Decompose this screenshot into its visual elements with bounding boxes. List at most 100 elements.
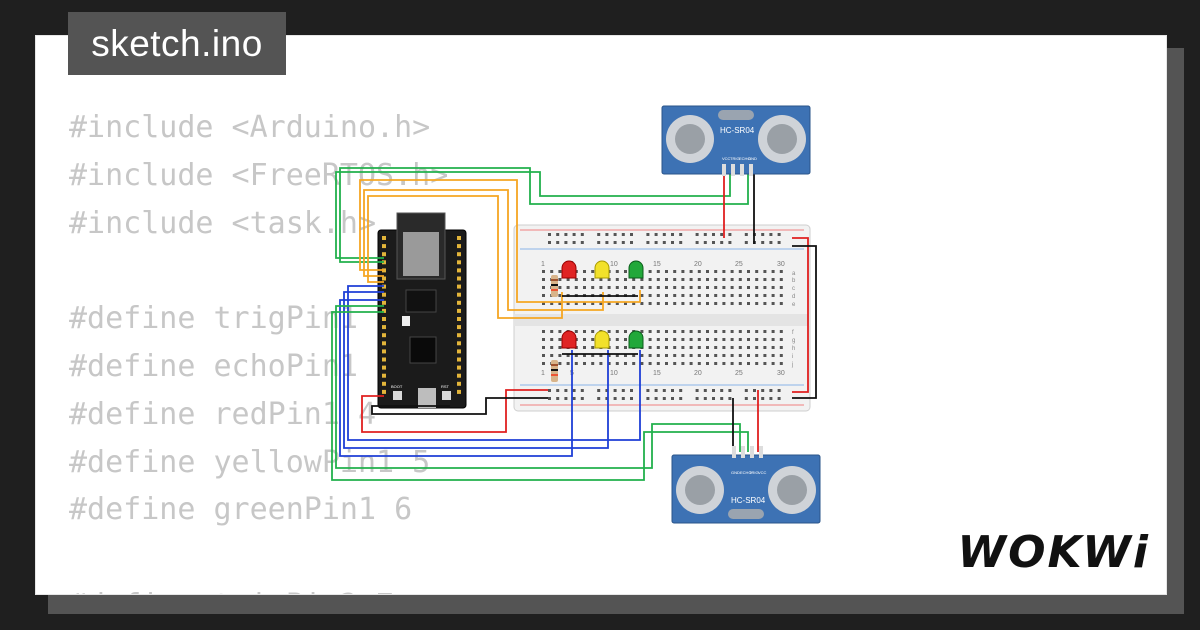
col-number: 25 <box>735 261 743 268</box>
breadboard-hole <box>738 346 742 349</box>
breadboard-hole <box>755 354 759 357</box>
breadboard-hole <box>656 286 660 289</box>
breadboard-hole <box>722 330 726 333</box>
wire-green <box>339 167 749 263</box>
breadboard-hole <box>673 362 677 365</box>
breadboard-hole <box>599 362 603 365</box>
breadboard-hole <box>558 354 562 357</box>
reset-button[interactable] <box>442 391 451 400</box>
breadboard-hole <box>706 346 709 349</box>
breadboard-hole <box>681 362 685 365</box>
col-number: 15 <box>653 370 661 377</box>
breadboard-hole <box>720 241 724 244</box>
code-line: #define yellowPin1 5 <box>69 444 431 480</box>
header-pin <box>382 381 386 386</box>
pin-label: GND <box>748 156 757 161</box>
breadboard-hole <box>722 302 726 305</box>
breadboard-hole <box>558 330 562 333</box>
wire-red <box>792 237 809 393</box>
breadboard-hole <box>656 338 660 341</box>
breadboard-hole <box>681 286 685 289</box>
header-pin <box>457 276 461 281</box>
pin-label: GND <box>731 470 740 475</box>
breadboard-hole <box>542 346 545 349</box>
breadboard-hole <box>738 286 742 289</box>
breadboard-hole <box>706 338 709 341</box>
boot-button[interactable] <box>393 391 402 400</box>
breadboard-hole <box>753 389 756 392</box>
breadboard-hole <box>730 278 734 281</box>
header-pin <box>457 236 461 240</box>
breadboard-hole <box>648 362 652 365</box>
breadboard-hole <box>714 294 718 297</box>
breadboard-hole <box>621 397 625 400</box>
breadboard-hole <box>681 354 685 357</box>
breadboard-hole <box>665 346 668 349</box>
breadboard-hole <box>689 346 693 349</box>
breadboard-hole <box>605 241 609 244</box>
breadboard-hole <box>665 278 668 281</box>
breadboard-hole <box>591 346 595 349</box>
breadboard-hole <box>542 294 545 297</box>
breadboard-hole <box>673 338 677 341</box>
breadboard-hole <box>656 294 660 297</box>
breadboard-hole <box>706 302 709 305</box>
wire-black <box>792 245 817 399</box>
breadboard-hole <box>613 241 617 244</box>
breadboard-hole <box>747 294 750 297</box>
breadboard-hole <box>681 294 685 297</box>
pin-label: TRIG <box>749 470 759 475</box>
breadboard-hole <box>615 338 619 341</box>
col-number: 1 <box>541 261 545 268</box>
breadboard-hole <box>761 389 765 392</box>
ultrasonic-sensor-top: HC-SR04 VCC TRIG ECHO GND <box>661 105 811 176</box>
pin-label: VCC <box>758 470 767 475</box>
breadboard-hole <box>558 278 562 281</box>
breadboard-hole <box>632 286 636 289</box>
breadboard-hole <box>771 346 775 349</box>
breadboard-hole <box>763 286 767 289</box>
header-pin <box>382 252 386 257</box>
breadboard-hole <box>779 346 783 349</box>
breadboard-hole <box>542 278 545 281</box>
breadboard-hole <box>671 233 674 236</box>
breadboard-hole <box>580 241 584 244</box>
breadboard-hole <box>703 389 707 392</box>
breadboard-hole <box>769 397 773 400</box>
breadboard-hole <box>656 302 660 305</box>
breadboard-hole <box>648 286 652 289</box>
breadboard-hole <box>574 330 578 333</box>
breadboard-hole <box>769 241 773 244</box>
breadboard-hole <box>548 397 551 400</box>
breadboard-hole <box>755 294 759 297</box>
breadboard-hole <box>779 294 783 297</box>
breadboard-hole <box>566 354 570 357</box>
header-pin <box>382 244 386 249</box>
breadboard-hole <box>761 233 765 236</box>
breadboard-hole <box>648 294 652 297</box>
breadboard-hole <box>681 270 685 273</box>
breadboard-hole <box>730 346 734 349</box>
file-name-tab: sketch.ino <box>68 12 286 75</box>
breadboard-hole <box>542 338 545 341</box>
header-pin <box>382 349 386 354</box>
breadboard-hole <box>654 389 658 392</box>
led-green <box>628 260 644 279</box>
breadboard-hole <box>572 389 576 392</box>
breadboard-hole <box>574 302 578 305</box>
breadboard-hole <box>656 330 660 333</box>
breadboard-hole <box>615 302 619 305</box>
breadboard-hole <box>630 389 633 392</box>
breadboard-hole <box>662 233 666 236</box>
breadboard-hole <box>779 330 783 333</box>
breadboard-hole <box>763 330 767 333</box>
breadboard-hole <box>720 233 724 236</box>
breadboard-hole <box>583 302 586 305</box>
breadboard-hole <box>597 389 601 392</box>
breadboard-hole <box>597 233 601 236</box>
breadboard-hole <box>656 278 660 281</box>
breadboard-hole <box>550 338 554 341</box>
breadboard-hole <box>771 294 775 297</box>
breadboard-hole <box>648 346 652 349</box>
breadboard-hole <box>564 241 568 244</box>
